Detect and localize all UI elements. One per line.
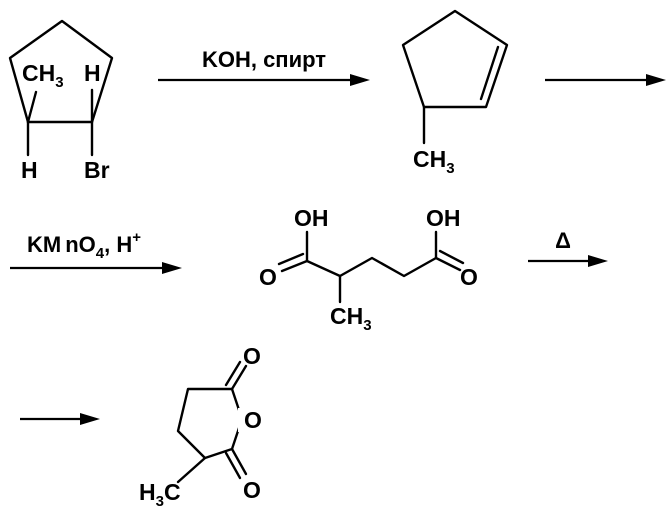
methylglutaric-anhydride: O O O H3C [139, 343, 272, 510]
co-bottom-bond-2 [224, 451, 242, 480]
ring-bonds [176, 387, 244, 460]
double-bond-inner [479, 45, 500, 101]
ch3-label: CH3 [22, 60, 64, 91]
reaction-arrow-2 [545, 74, 666, 86]
h-top-label: H [84, 60, 101, 86]
reaction-arrow-5 [20, 413, 100, 425]
ch3-label: CH3 [413, 146, 455, 177]
conditions-koh-alcohol: KOH, спирт [202, 47, 326, 72]
h-bottom-label: H [21, 157, 38, 183]
ring-bonds [401, 9, 509, 109]
co-top-bond-1 [230, 364, 248, 391]
methylcyclopentene: CH3 [401, 9, 509, 177]
reaction-arrow-4: Δ [528, 228, 608, 267]
o-ring-label: O [244, 407, 262, 433]
co-left-bond-2 [277, 252, 305, 266]
ch3-bond [176, 456, 207, 484]
co-right-bond-2 [438, 249, 465, 265]
oh-left-label: OH [294, 205, 329, 231]
ring-bonds [8, 19, 114, 124]
backbone [305, 256, 438, 278]
o-bottom-label: O [243, 477, 261, 503]
reaction-arrow-1: KOH, спирт [158, 47, 370, 86]
o-left-label: O [259, 264, 277, 290]
co-bottom-bond-1 [230, 447, 248, 476]
o-right-label: O [460, 264, 478, 290]
h3c-label: H3C [139, 479, 181, 510]
br-label: Br [84, 157, 110, 183]
co-left-bond-1 [280, 259, 309, 273]
ch3-bond [26, 90, 38, 124]
conditions-heat: Δ [555, 228, 571, 253]
co-right-bond-1 [434, 256, 462, 272]
ch3-label: CH3 [330, 303, 372, 334]
bromomethylcyclopentane: CH3 H H Br [8, 19, 114, 183]
o-top-label: O [243, 343, 261, 369]
co-top-bond-2 [224, 360, 242, 387]
oh-right-label: OH [426, 205, 461, 231]
methylglutaric-acid: OH OH O O CH3 [259, 205, 478, 334]
